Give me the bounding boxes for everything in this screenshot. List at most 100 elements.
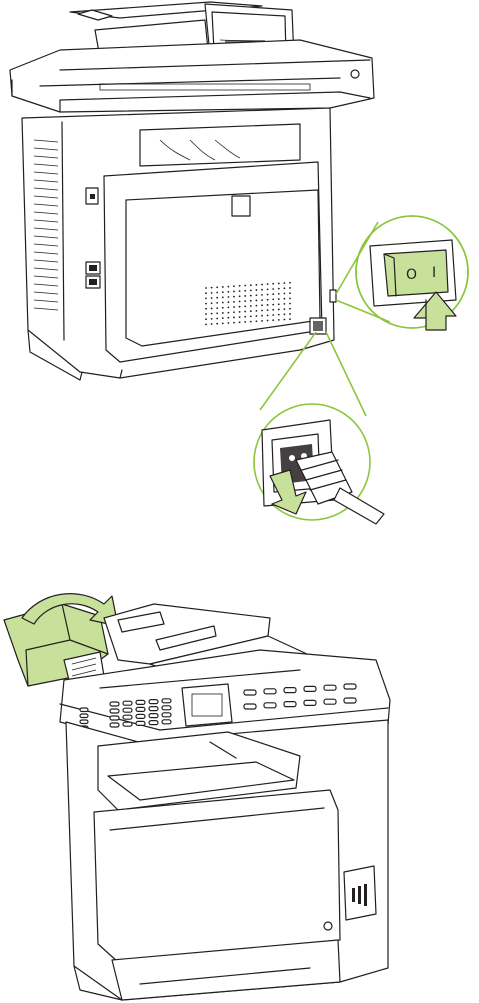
keypad-button bbox=[123, 715, 132, 719]
vent-hole bbox=[216, 286, 218, 288]
power-cord bbox=[334, 488, 384, 524]
vent-hole bbox=[250, 300, 252, 302]
vent-hole bbox=[228, 296, 230, 298]
vent-hole bbox=[205, 313, 207, 315]
vent-hole bbox=[222, 312, 224, 314]
vent-hole bbox=[284, 287, 286, 289]
vent-hole bbox=[284, 303, 286, 305]
vent-hole bbox=[205, 298, 207, 300]
vent-hole bbox=[244, 316, 246, 318]
keypad-button bbox=[162, 713, 171, 717]
printer-rear-view: O I bbox=[10, 2, 468, 524]
vent-hole bbox=[216, 318, 218, 320]
vent-hole bbox=[205, 324, 207, 326]
vent-hole bbox=[228, 307, 230, 309]
vent-hole bbox=[228, 291, 230, 293]
vent-hole bbox=[211, 297, 213, 299]
power-switch-small bbox=[330, 290, 336, 302]
vent-hole bbox=[278, 288, 280, 290]
vent-hole bbox=[256, 310, 258, 312]
vent-hole bbox=[228, 312, 230, 314]
vent-hole bbox=[244, 285, 246, 287]
vent-hole bbox=[216, 297, 218, 299]
vent-hole bbox=[205, 318, 207, 320]
vent-hole bbox=[267, 299, 269, 301]
vent-hole bbox=[211, 323, 213, 325]
vent-hole bbox=[256, 294, 258, 296]
vent-hole bbox=[256, 289, 258, 291]
vent-hole bbox=[284, 282, 286, 284]
vent-hole bbox=[244, 305, 246, 307]
vent-hole bbox=[278, 298, 280, 300]
keypad-button bbox=[149, 700, 158, 704]
vent-hole bbox=[278, 293, 280, 295]
vent-hole bbox=[216, 302, 218, 304]
vent-hole bbox=[267, 288, 269, 290]
vent-hole bbox=[244, 295, 246, 297]
vent-hole bbox=[233, 306, 235, 308]
vent-hole bbox=[205, 287, 207, 289]
function-button bbox=[264, 703, 276, 708]
keypad-button bbox=[110, 702, 119, 706]
vent-hole bbox=[244, 290, 246, 292]
left-panel-button bbox=[80, 708, 88, 712]
vent-hole bbox=[267, 320, 269, 322]
keypad-button bbox=[136, 700, 145, 704]
vent-hole bbox=[289, 318, 291, 320]
keypad-button bbox=[162, 699, 171, 703]
keypad-button bbox=[149, 721, 158, 725]
printer-body-front bbox=[66, 720, 388, 1000]
vent-hole bbox=[233, 296, 235, 298]
printer-front-view bbox=[4, 594, 390, 1000]
vent-hole bbox=[267, 314, 269, 316]
vent-hole bbox=[205, 308, 207, 310]
vent-hole bbox=[239, 321, 241, 323]
vent-hole bbox=[272, 299, 274, 301]
vent-hole bbox=[267, 309, 269, 311]
vent-hole bbox=[267, 283, 269, 285]
vent-hole bbox=[261, 304, 263, 306]
function-button bbox=[244, 704, 256, 709]
vent-hole bbox=[211, 292, 213, 294]
vent-hole bbox=[239, 301, 241, 303]
keypad-button bbox=[110, 716, 119, 720]
vent-hole bbox=[278, 314, 280, 316]
vent-hole bbox=[233, 301, 235, 303]
vent-hole bbox=[211, 318, 213, 320]
power-cord-callout bbox=[254, 332, 384, 524]
vent-hole bbox=[261, 315, 263, 317]
function-button bbox=[284, 702, 296, 707]
function-button bbox=[324, 685, 336, 690]
keypad-button bbox=[136, 707, 145, 711]
vent-hole bbox=[256, 315, 258, 317]
vent-hole bbox=[216, 323, 218, 325]
vent-hole bbox=[289, 287, 291, 289]
vent-hole bbox=[239, 295, 241, 297]
vent-hole bbox=[222, 317, 224, 319]
vent-hole bbox=[211, 287, 213, 289]
vent-hole bbox=[239, 316, 241, 318]
vent-hole bbox=[239, 306, 241, 308]
function-button bbox=[284, 688, 296, 693]
vent-hole bbox=[228, 322, 230, 324]
vent-hole bbox=[239, 311, 241, 313]
vent-hole bbox=[284, 308, 286, 310]
vent-hole bbox=[216, 307, 218, 309]
function-button bbox=[344, 684, 356, 689]
vent-hole bbox=[289, 297, 291, 299]
vent-hole bbox=[250, 305, 252, 307]
vent-hole bbox=[233, 322, 235, 324]
keypad-button bbox=[123, 722, 132, 726]
vent-hole bbox=[289, 282, 291, 284]
keypad-button bbox=[136, 714, 145, 718]
function-button bbox=[344, 698, 356, 703]
vent-hole bbox=[256, 284, 258, 286]
vent-hole bbox=[222, 291, 224, 293]
keypad-button bbox=[123, 701, 132, 705]
vent-hole bbox=[261, 320, 263, 322]
vent-hole bbox=[289, 292, 291, 294]
vent-hole bbox=[222, 286, 224, 288]
left-panel-button bbox=[80, 720, 88, 724]
function-button bbox=[304, 700, 316, 705]
